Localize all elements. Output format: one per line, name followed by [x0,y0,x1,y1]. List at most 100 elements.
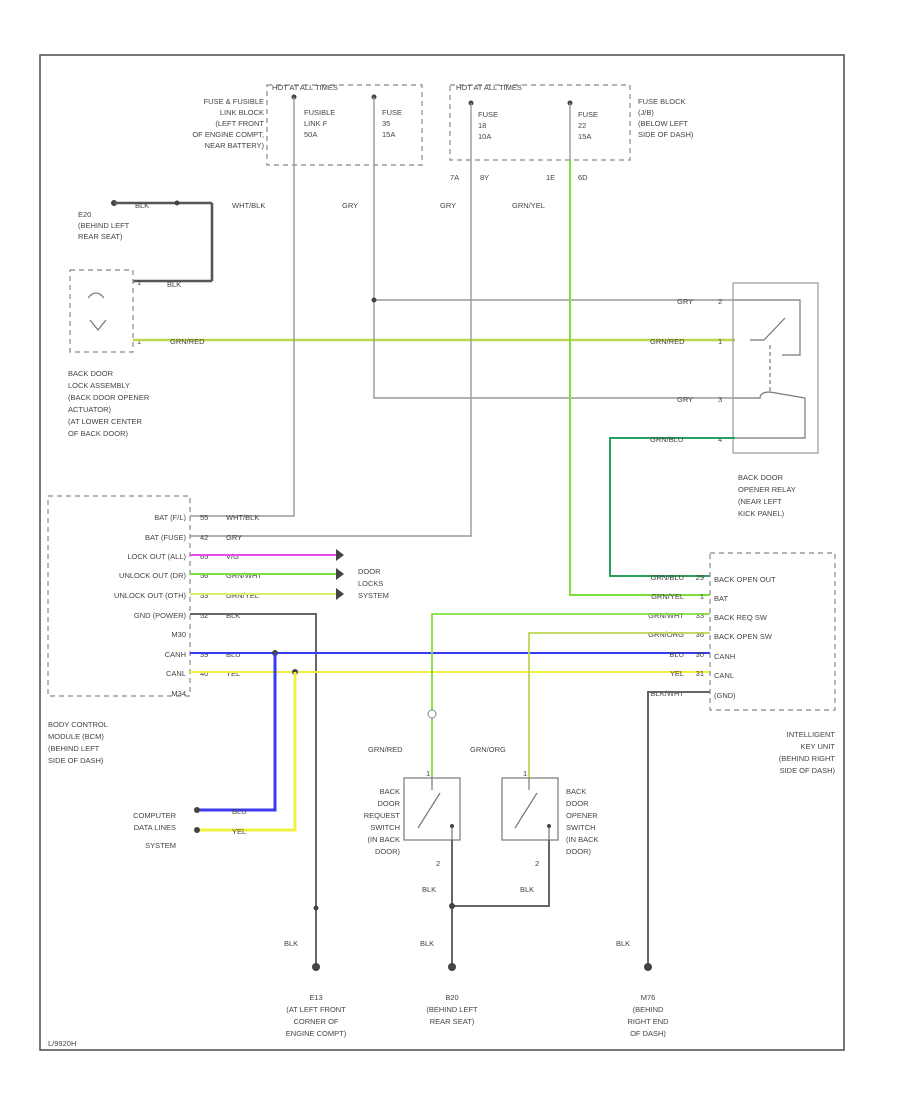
request-switch-pin-2: 2 [436,859,440,868]
ikey-label-2: KEY UNIT [801,742,836,751]
diagram-id: L/9920H [48,1039,76,1048]
back-door-lock-label-4: ACTUATOR) [68,405,112,414]
wire-label-gry-relay-2: GRY [677,395,693,404]
fuse-35-label-2: 35 [382,119,390,128]
ikey-pin-label: BACK OPEN OUT [714,575,776,584]
request-switch-contact [417,778,453,840]
ground-b20-label-3: REAR SEAT) [430,1017,475,1026]
fuse-block-label-1: FUSE BLOCK [638,97,686,106]
ikey-pin-number: 1 [700,592,704,601]
opener-switch-label-1: BACK [566,787,586,796]
ground-e20-label-2: (BEHIND LEFT [78,221,130,230]
bcm-pin-label: UNLOCK OUT (OTH) [114,591,186,600]
request-switch-label-3: REQUEST [364,811,401,820]
wire-grn-blu-relay-ikey [609,437,735,577]
ikey-pin-label: CANH [714,652,735,661]
splice-switch-ground [449,903,455,909]
bcm-pin-wire-label: BLK [226,611,240,620]
ikey-pin-label: BACK REQ SW [714,613,768,622]
fuse-block-box [449,84,631,161]
hot-at-all-times-left: HOT AT ALL TIMES [272,83,338,92]
bcm-pin-label: M30 [171,630,186,639]
bcm-pin-wire-label: GRN/WHT [226,571,262,580]
wire-label-grn-yel-top: GRN/YEL [512,201,545,210]
fuse-block-label-3: (BELOW LEFT [638,119,688,128]
ground-m76-label-1: M76 [641,993,656,1002]
bcm-pin-label: BAT (FUSE) [145,533,186,542]
ground-e13-terminal [312,963,320,971]
bcm-pin-wire-label: GRN/YEL [226,591,259,600]
fuse-link-block-line-4: OF ENGINE COMPT, [192,130,264,139]
fuse-18-label-1: FUSE [478,110,498,119]
ikey-pin-label: (GND) [714,691,736,700]
wire-label-grn-red-relay: GRN/RED [650,337,685,346]
ikey-label-3: (BEHIND RIGHT [779,754,836,763]
wire-label-gnd2: BLK [420,939,434,948]
opener-switch-label-2: DOOR [566,799,589,808]
request-switch-label-4: SWITCH [370,823,400,832]
bcm-pin-number: 65 [200,552,208,561]
wire-grn-org-open-sw [528,632,710,778]
fuse-link-block-line-5: NEAR BATTERY) [205,141,265,150]
connector-req-sw [427,709,437,719]
hot-at-all-times-right: HOT AT ALL TIMES [456,83,522,92]
pin-7a: 7A [450,173,459,182]
ground-m76-terminal [644,963,652,971]
ikey-pin-wire-label: GRN/YEL [651,592,684,601]
wire-label-data-blu: BLU [232,807,247,816]
bcm-label-4: SIDE OF DASH) [48,756,104,765]
bcm-pin-label: LOCK OUT (ALL) [127,552,186,561]
ikey-pin-wire-label: GRN/BLU [651,573,684,582]
opener-switch-pin-2: 2 [535,859,539,868]
bcm-pin-number: 39 [200,650,208,659]
bcm-pin-number: 42 [200,533,208,542]
ground-b20-label-1: B20 [445,993,458,1002]
splice-gry [371,297,377,303]
request-switch-pin-1: 1 [426,769,430,778]
ikey-pin-number: 33 [696,611,704,620]
wire-label-gry-relay-1: GRY [677,297,693,306]
request-switch-terminal [450,824,454,828]
bcm-pin-number: 52 [200,611,208,620]
ground-e13-label-4: ENGINE COMPT) [286,1029,347,1038]
lock-actuator-symbol [89,319,107,331]
lock-pin-2: 1 [137,337,141,346]
ikey-pin-number: 36 [696,630,704,639]
pin-8y: 8Y [480,173,489,182]
ikey-pin-label: BACK OPEN SW [714,632,773,641]
wire-label-blk-mid: BLK [167,280,181,289]
relay-pin-2: 2 [718,297,722,306]
back-door-lock-label-5: (AT LOWER CENTER [68,417,142,426]
data-lines-label-3: SYSTEM [145,841,176,850]
opener-relay-label-1: BACK DOOR [738,473,784,482]
bcm-pin-number: 56 [200,571,208,580]
fuse-fusible-link-block-box [266,84,423,166]
bcm-pin-label: BAT (F/L) [154,513,186,522]
wire-label-sw1: GRN/RED [368,745,403,754]
bcm-pin-label: M34 [171,689,186,698]
ground-e13-connector [313,905,319,911]
relay-pin-1: 1 [718,337,722,346]
ground-e13-label-1: E13 [309,993,322,1002]
ground-m76-label-4: OF DASH) [630,1029,666,1038]
relay-coil [735,391,806,439]
wire-blk-open-sw-ground [452,840,550,907]
request-switch-label-1: BACK [380,787,400,796]
fusible-link-f-label-2: LINK F [304,119,328,128]
ground-e13-label-2: (AT LEFT FRONT [286,1005,346,1014]
bcm-pin-number: 55 [200,513,208,522]
bcm-pin-label: UNLOCK OUT (DR) [119,571,186,580]
wire-gry-fuse18-bcm [190,160,472,537]
fuse-22-label-3: 15A [578,132,591,141]
wire-label-sw2-blk: BLK [520,885,534,894]
ikey-pin-wire-label: YEL [670,669,684,678]
opener-switch-label-5: (IN BACK [566,835,599,844]
wire-gry-fuse35-relay [373,160,735,399]
relay-pin-4: 4 [718,435,722,444]
opener-relay-outer [732,282,819,454]
ground-b20-terminal [448,963,456,971]
door-locks-label-2: LOCKS [358,579,383,588]
opener-switch-contact [514,778,550,840]
